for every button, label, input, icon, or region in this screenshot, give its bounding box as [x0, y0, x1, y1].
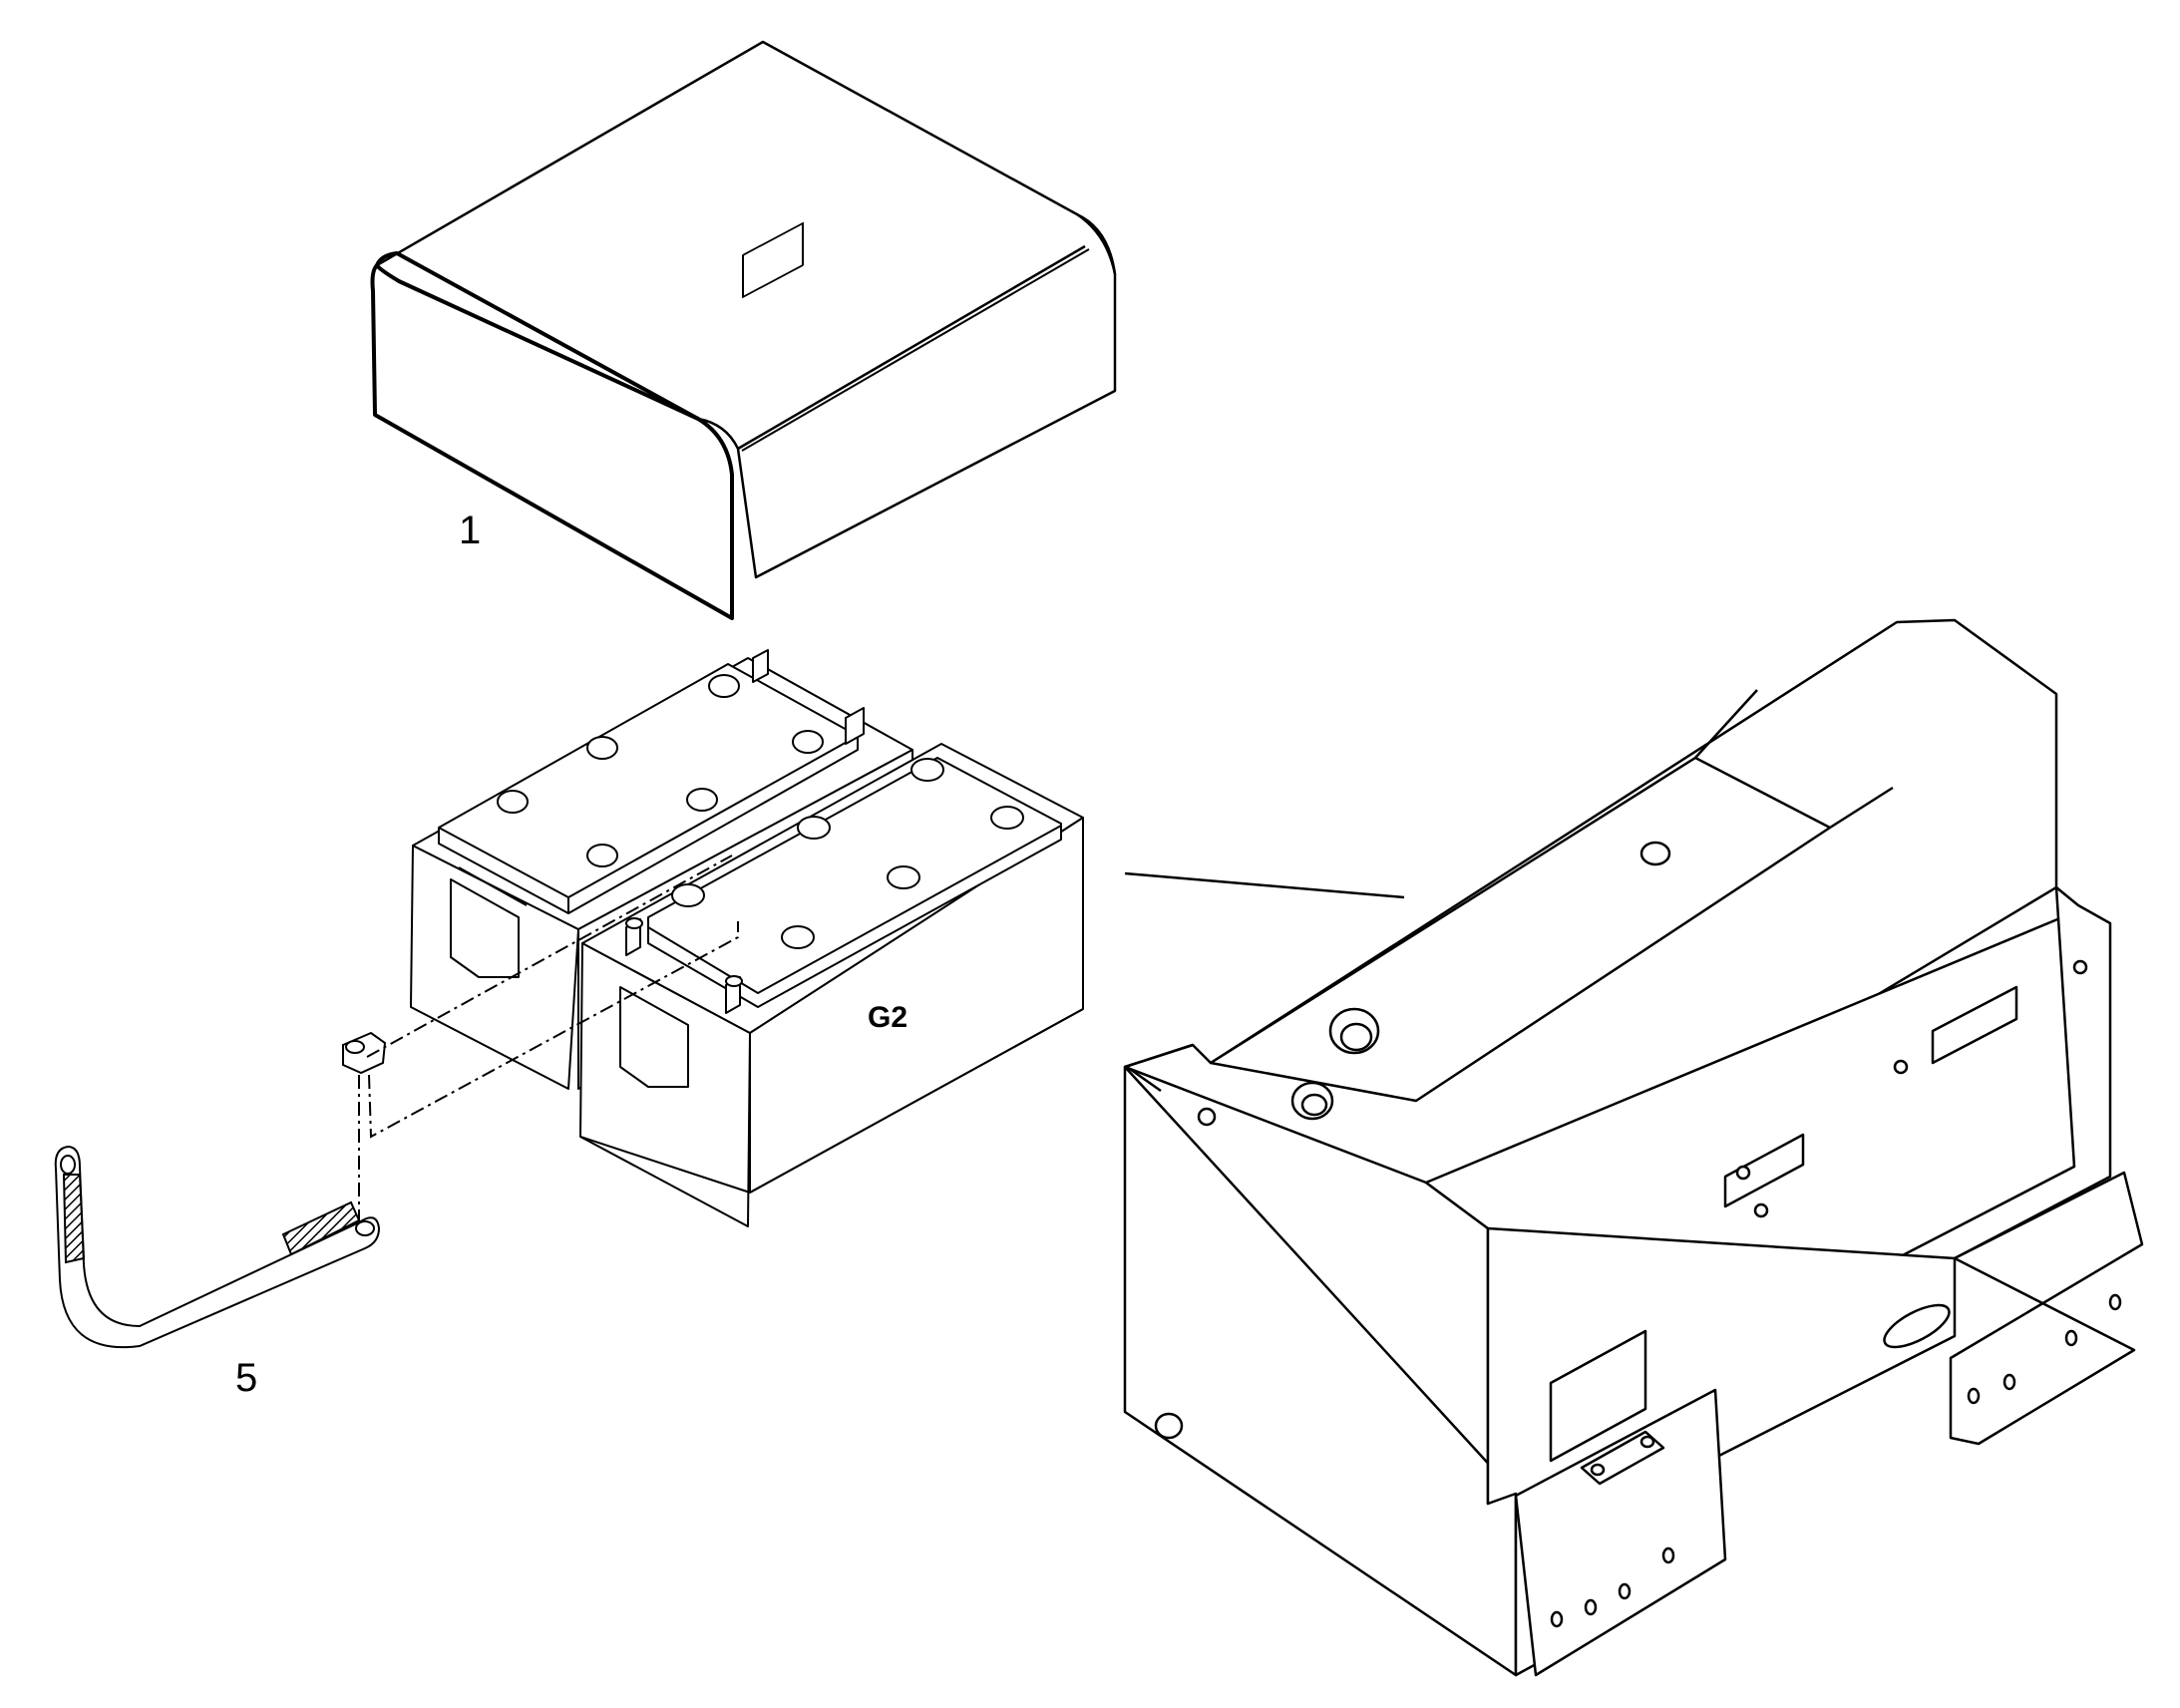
cover-top-edge — [375, 251, 699, 421]
ground-strap — [54, 1031, 387, 1349]
assembly-lines — [358, 854, 739, 1222]
callout-5: 5 — [235, 1356, 258, 1400]
callout-1: 1 — [459, 509, 482, 552]
cover-side-line — [741, 248, 1090, 452]
cover-top-face — [375, 40, 1117, 579]
cover-right-curve — [1076, 212, 1117, 275]
terminal-clamp — [342, 1031, 387, 1075]
box-left-foot — [1514, 1388, 1727, 1677]
strap-hatched-end — [62, 1174, 86, 1264]
strap-body — [54, 1145, 381, 1349]
callout-g2: G2 — [868, 1001, 908, 1034]
cover-front-face — [370, 263, 734, 620]
strap-eye-right — [355, 1220, 375, 1236]
battery-cover — [370, 40, 1117, 620]
leader-line — [1124, 871, 1405, 899]
battery-box — [1123, 618, 2144, 1677]
box-right-flange — [1949, 1171, 2144, 1446]
rear-battery-lid — [438, 663, 859, 914]
cover-back-edge — [737, 244, 1086, 451]
batteries-assembly — [410, 221, 1084, 1227]
front-battery-lid — [647, 757, 1062, 1008]
strap-eye-left — [60, 1155, 76, 1175]
rear-terminal-block — [742, 221, 804, 299]
